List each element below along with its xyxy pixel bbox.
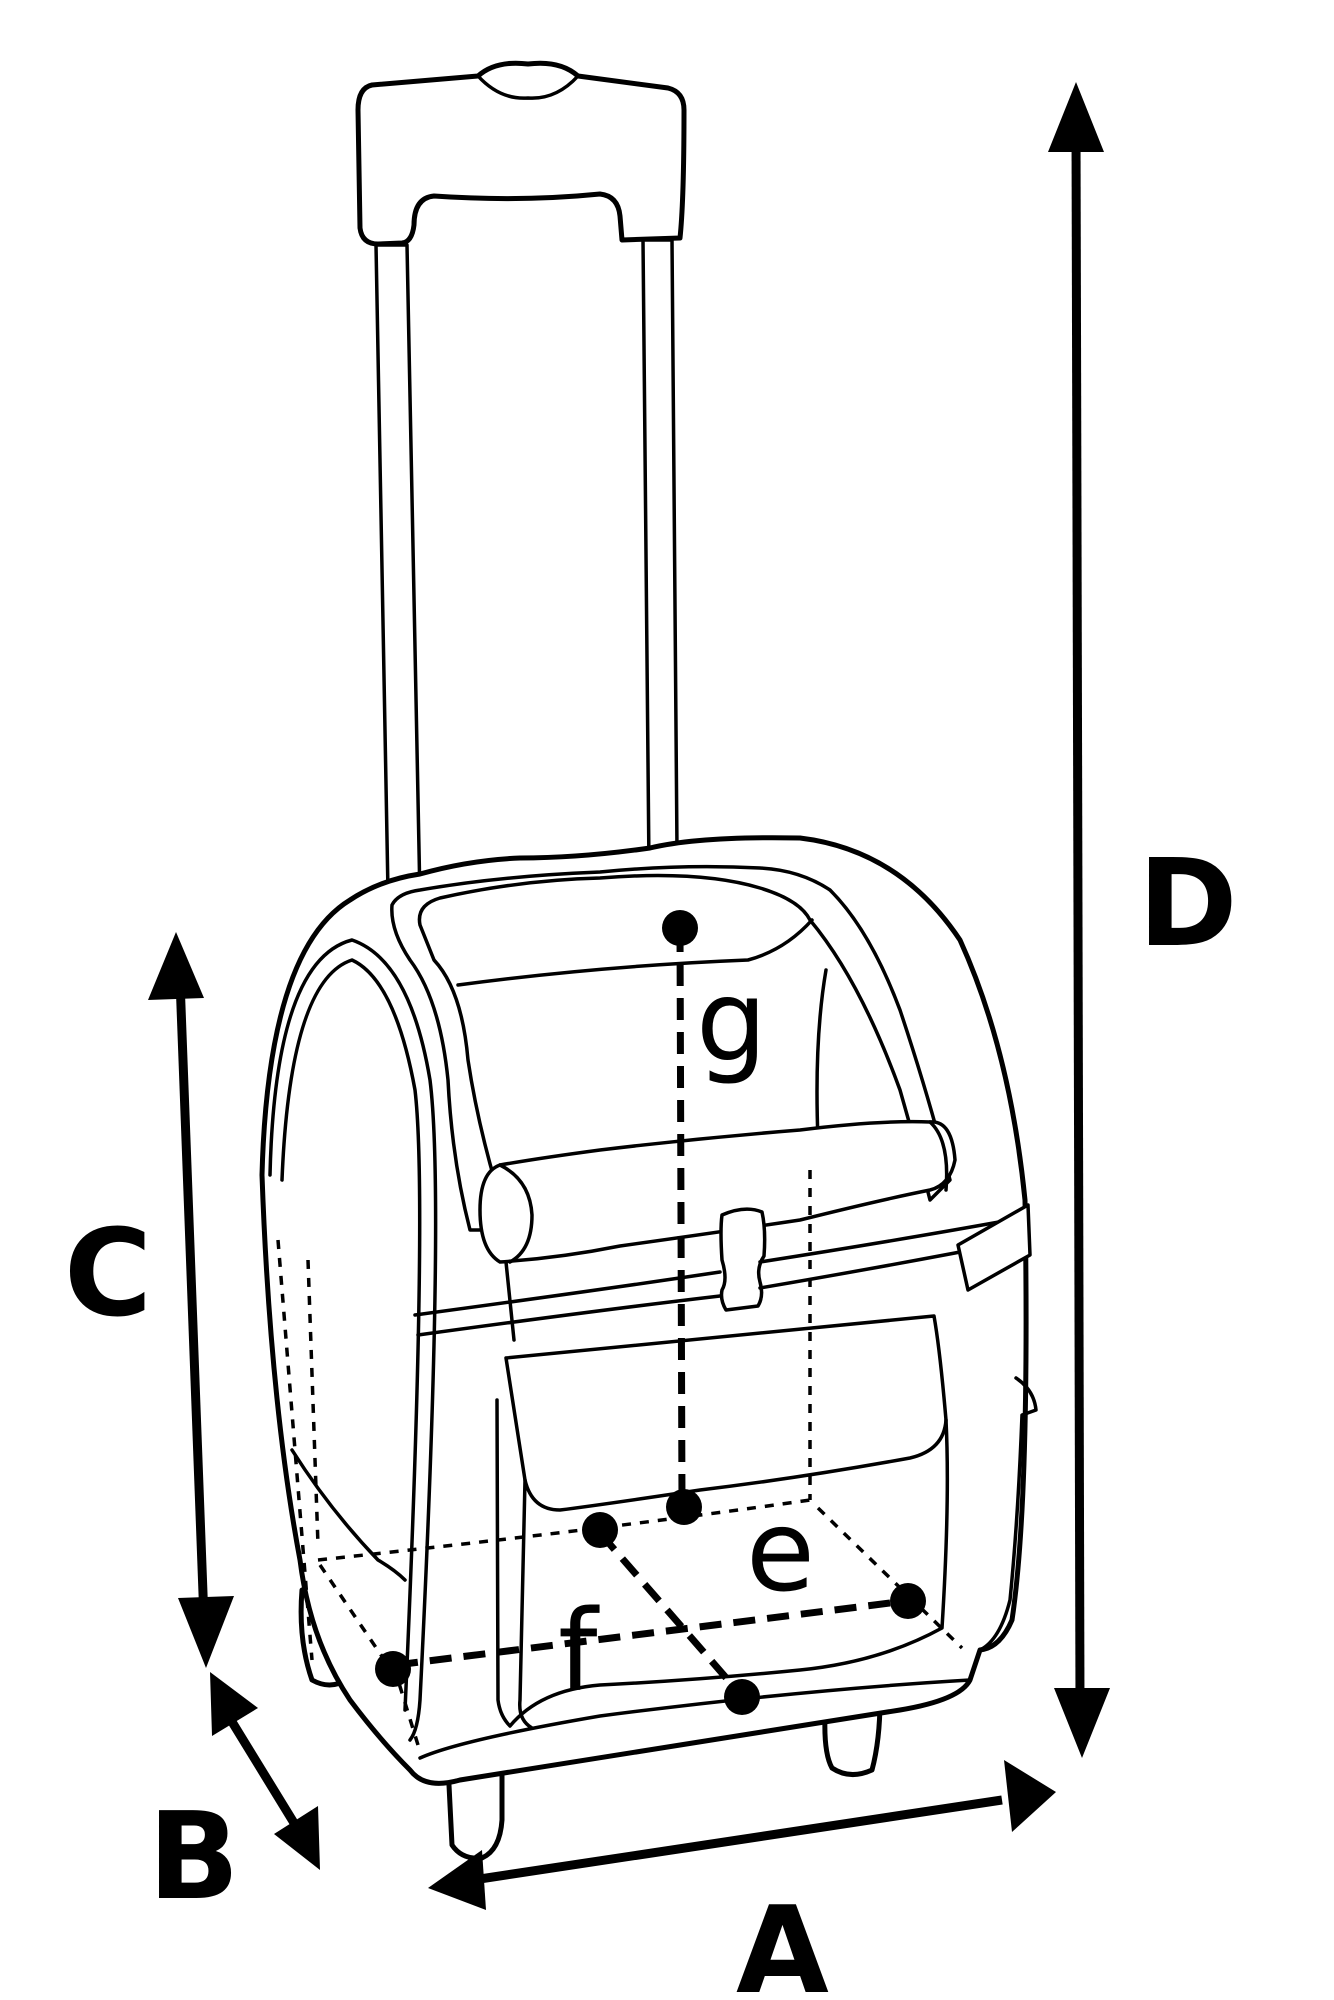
inner-box-right-edge — [816, 1506, 964, 1650]
b-arrow-top-icon — [210, 1672, 258, 1736]
f-front-point — [724, 1679, 760, 1715]
side-panel-fold — [290, 1448, 407, 1582]
bag-shell — [259, 835, 1029, 1786]
lid-seam-upper — [413, 1218, 1012, 1317]
side-panel-rim-inner — [280, 958, 422, 1712]
lid-window-inner-edge — [456, 918, 814, 987]
a-dimension-line — [459, 1795, 1003, 1887]
inner-box-back-edge — [317, 1498, 811, 1562]
g-bottom-point — [666, 1489, 702, 1525]
d-arrow-bottom-icon — [1054, 1688, 1110, 1758]
g-top-point — [662, 910, 698, 946]
front-pocket-side — [518, 1478, 534, 1730]
e-dimension-line — [395, 1597, 907, 1669]
side-strap — [956, 1203, 1032, 1292]
f-dimension-line — [597, 1530, 745, 1699]
c-arrow-top-icon — [148, 932, 204, 1000]
label-d: D — [1138, 835, 1238, 974]
g-dimension-line — [676, 929, 686, 1506]
buckle — [719, 1207, 767, 1312]
label-a: A — [736, 1882, 829, 2000]
bag-base-edge — [418, 1678, 972, 1760]
d-arrow-top-icon — [1048, 82, 1104, 152]
label-f: f — [558, 1587, 600, 1717]
right-side-pocket — [978, 1376, 1038, 1652]
rolled-flap-end-left — [498, 1163, 534, 1264]
c-arrow-bottom-icon — [178, 1596, 234, 1668]
bag-body — [259, 835, 1038, 1786]
front-pocket-body — [495, 1398, 950, 1728]
handle-grip — [355, 60, 687, 247]
b-dimension-line — [222, 1709, 306, 1839]
label-b: B — [148, 1788, 239, 1927]
label-c: C — [64, 1205, 152, 1344]
lid-window-right-edge — [815, 968, 828, 1142]
c-dimension-line — [175, 979, 209, 1621]
side-panel-rim-outer — [268, 938, 438, 1742]
f-back-point — [582, 1512, 618, 1548]
inner-dimension-guides: g e f — [276, 910, 964, 1746]
outer-dimension-arrows: D C B A — [64, 82, 1238, 2000]
inner-box-left-edge — [318, 1564, 420, 1746]
b-arrow-bottom-icon — [274, 1806, 320, 1870]
lid-window-frame — [390, 864, 952, 1232]
rolled-flap-end-right — [928, 1120, 949, 1192]
d-dimension-line — [1071, 129, 1085, 1711]
a-arrow-right-icon — [1004, 1760, 1056, 1832]
e-right-point — [890, 1583, 926, 1619]
label-e: e — [746, 1487, 815, 1617]
a-arrow-left-icon — [428, 1850, 486, 1910]
inner-box-back-left-vertical — [306, 1259, 320, 1546]
front-pocket-flap — [504, 1314, 948, 1512]
rolled-flap — [478, 1119, 957, 1264]
e-left-point — [375, 1651, 411, 1687]
handle-grip-button — [476, 74, 580, 100]
label-g: g — [696, 957, 767, 1087]
